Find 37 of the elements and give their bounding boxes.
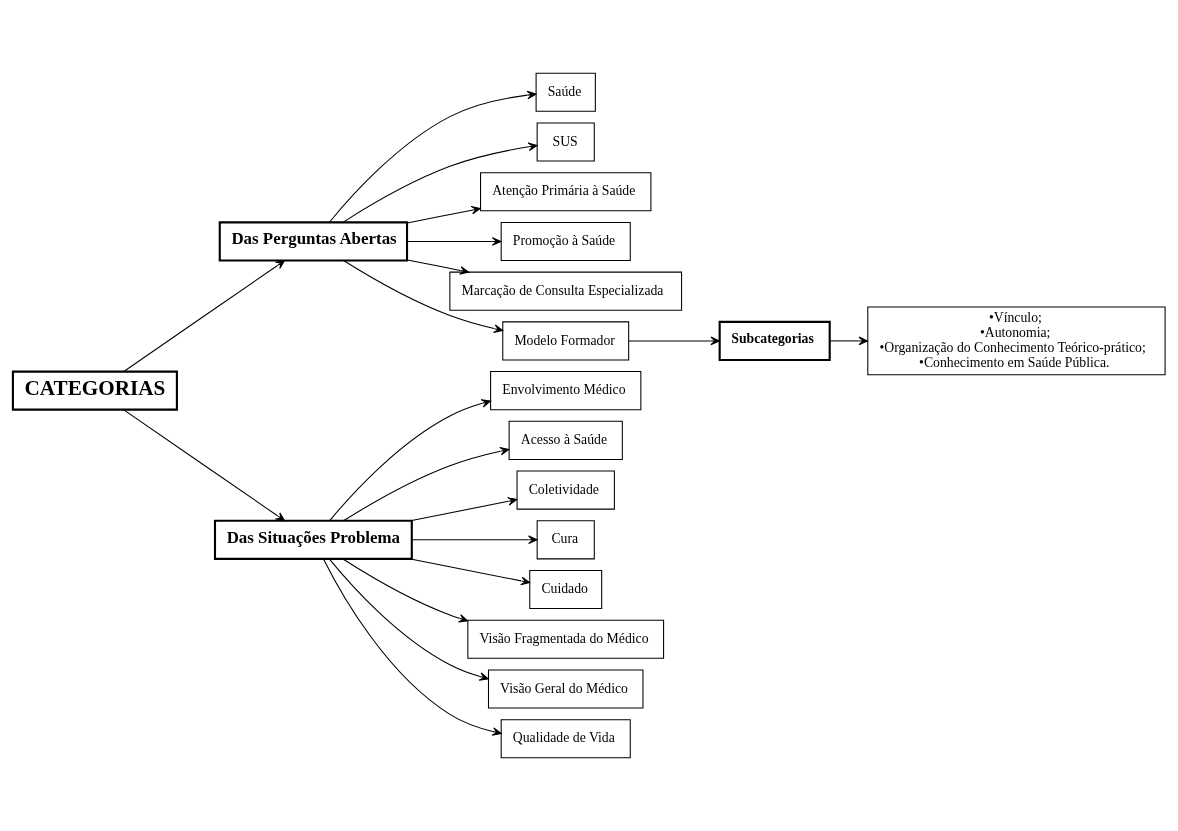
node-box: SUS: [536, 122, 595, 162]
arrow: [411, 535, 538, 545]
arrow: [343, 446, 510, 522]
arrow: [406, 205, 481, 224]
node-box: Qualidade de Vida: [500, 719, 631, 759]
node-box: Atenção Primária à Saúde: [480, 172, 652, 212]
arrow: [406, 237, 502, 246]
node-box: Visão Geral do Médico: [487, 669, 644, 709]
arrow: [409, 558, 531, 586]
node-box: Cura: [536, 520, 595, 560]
node-box: Promoção à Saúde: [500, 221, 631, 262]
node-box: Das Situações Problema: [213, 519, 413, 560]
arrow: [329, 90, 537, 223]
arrow: [123, 409, 286, 522]
arrow: [322, 558, 502, 736]
arrow: [329, 399, 491, 522]
arrow: [409, 497, 518, 522]
node-box: Envolvimento Médico: [490, 371, 642, 411]
arrow: [829, 336, 868, 346]
node-box: Marcação de Consulta Especializada: [449, 271, 683, 311]
node-box: Visão Fragmentada do Médico: [467, 619, 665, 659]
arrow: [343, 260, 504, 333]
node-box: Modelo Formador: [502, 321, 630, 361]
arrow: [628, 336, 720, 346]
node-box: Saúde: [535, 72, 596, 112]
node-box: Cuidado: [529, 569, 603, 610]
node-box: •Vínculo; •Autonomia; •Organização do Conhecimento Teórico-prático; •Conhecimento em Saúde Pública.: [867, 306, 1166, 376]
node-box: Das Perguntas Abertas: [218, 221, 409, 262]
node-box: Acesso à Saúde: [508, 420, 623, 460]
arrow: [342, 558, 469, 623]
arrow: [406, 259, 470, 275]
arrow: [123, 260, 286, 372]
node-box: Coletividade: [516, 470, 615, 510]
node-box: CATEGORIAS: [11, 370, 178, 411]
arrow: [342, 142, 538, 223]
arrow: [329, 558, 489, 681]
node-box: Subcategorias: [718, 320, 831, 361]
